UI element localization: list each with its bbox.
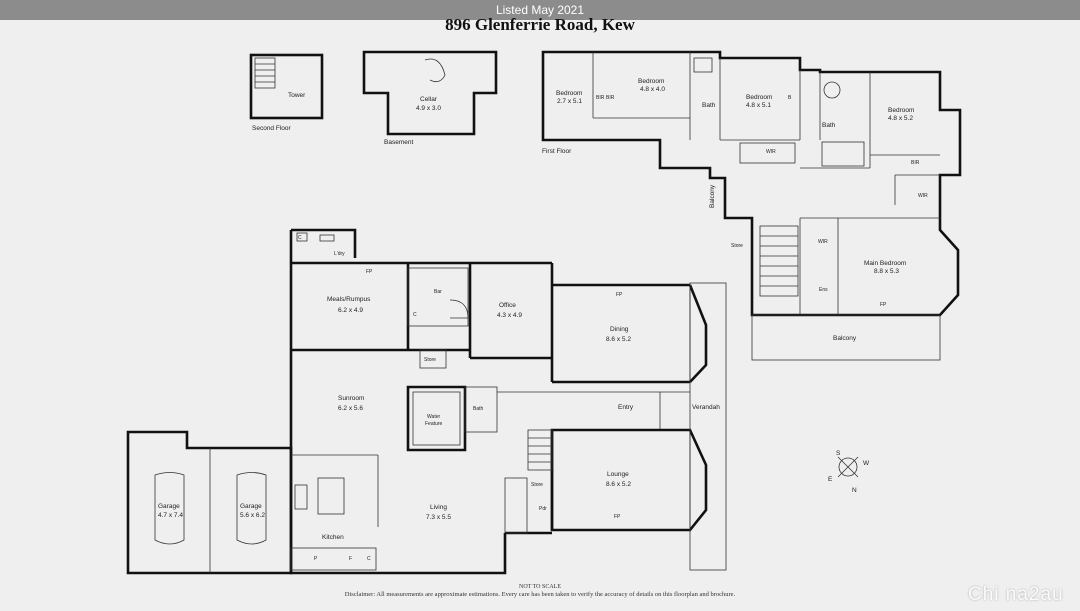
room-dim-sunroom: 6.2 x 5.6 [338,405,363,412]
room-dim-garage1: 4.7 x 7.4 [158,512,183,519]
room-dim-cellar: 4.9 x 3.0 [416,105,441,112]
room-label-store-low: Store [531,482,543,488]
room-label-wir-right: WIR [918,193,928,199]
mark-f: F [349,556,352,562]
tower-block: Tower Second Floor [249,53,324,132]
ground-floor: C L'dry Bar C Store Water Feature Bath [126,228,727,575]
room-label-bed1: Bedroom [556,90,582,97]
room-dim-office: 4.3 x 4.9 [497,312,522,319]
room-label-bir3: BIR [911,160,920,166]
room-dim-bed4: 4.8 x 5.2 [888,115,913,122]
room-label-verandah: Verandah [692,404,720,411]
compass-e: E [828,476,833,483]
room-label-ldry: L'dry [334,251,345,257]
room-label-bath-upper1: Bath [702,102,716,109]
room-label-water: Water [427,414,440,420]
room-label-meals: Meals/Rumpus [327,296,371,303]
room-label-living: Living [430,504,447,511]
mark-fp-meals: FP [366,269,373,275]
room-dim-dining: 8.6 x 5.2 [606,336,631,343]
room-label-wir-upper: WIR [766,149,776,155]
floor-label-first: First Floor [542,148,572,155]
floor-label-basement: Basement [384,139,413,146]
room-label-bed3: Bedroom [746,94,772,101]
room-label-entry: Entry [618,404,634,411]
room-dim-bed1: 2.7 x 5.1 [557,98,582,105]
room-dim-meals: 6.2 x 4.9 [338,307,363,314]
compass-n: N [852,487,857,494]
room-label-wir-main: WIR [818,239,828,245]
mark-fp-main: FP [880,302,887,308]
disclaimer-text: Disclaimer: All measurements are approxi… [344,591,736,598]
room-label-main-bed: Main Bedroom [864,260,906,267]
property-address: 896 Glenferrie Road, Kew [445,15,635,34]
mark-c-ldry: C [298,235,302,241]
room-dim-garage2: 5.6 x 6.2 [240,512,265,519]
room-label-office: Office [499,302,516,309]
room-label-ens: Ens [819,287,828,293]
mark-c-kitchen: C [367,556,371,562]
room-label-store-upper: Store [731,243,743,249]
room-label-water2: Feature [425,421,442,427]
room-label-tower: Tower [288,92,306,99]
mark-fp-dining: FP [616,292,623,298]
compass: S W E N [828,450,870,494]
room-label-cellar: Cellar [420,96,438,103]
listing-banner: Listed May 2021 [0,0,1080,20]
room-label-garage2: Garage [240,503,262,510]
floor-label-second: Second Floor [252,125,291,132]
compass-w: W [863,460,870,467]
not-to-scale-note: NOT TO SCALE [518,584,561,590]
room-label-sunroom: Sunroom [338,395,364,402]
mark-c-bar: C [413,312,417,318]
room-dim-lounge: 8.6 x 5.2 [606,481,631,488]
room-label-balcony-side: Balcony [709,184,716,208]
watermark: Chi na2au [968,584,1064,605]
room-label-garage1: Garage [158,503,180,510]
room-dim-living: 7.3 x 5.5 [426,514,451,521]
room-label-pdr: Pdr [539,506,547,512]
cellar-block: Cellar 4.9 x 3.0 Basement [362,50,498,146]
first-floor: Bedroom 2.7 x 5.1 Bedroom 4.8 x 4.0 Bedr… [541,50,962,361]
room-label-bath-upper2: Bath [822,122,836,129]
mark-b: B [788,95,792,101]
room-label-kitchen: Kitchen [322,534,344,541]
room-dim-main-bed: 8.8 x 5.3 [874,268,899,275]
room-label-bed2: Bedroom [638,78,664,85]
room-label-store-mid: Store [424,357,436,363]
room-label-bed4: Bedroom [888,107,914,114]
room-dim-bed3: 4.8 x 5.1 [746,102,771,109]
room-label-lounge: Lounge [607,471,629,478]
room-label-bir2: BIR [606,95,615,101]
room-label-bar: Bar [434,289,442,295]
room-label-dining: Dining [610,326,629,333]
room-dim-bed2: 4.8 x 4.0 [640,86,665,93]
mark-fp-lounge: FP [614,514,621,520]
mark-p: P [314,556,318,562]
compass-s: S [836,450,841,457]
room-label-bath-ground: Bath [473,406,484,412]
room-label-bir1: BIR [596,95,605,101]
room-label-balcony: Balcony [833,335,857,342]
